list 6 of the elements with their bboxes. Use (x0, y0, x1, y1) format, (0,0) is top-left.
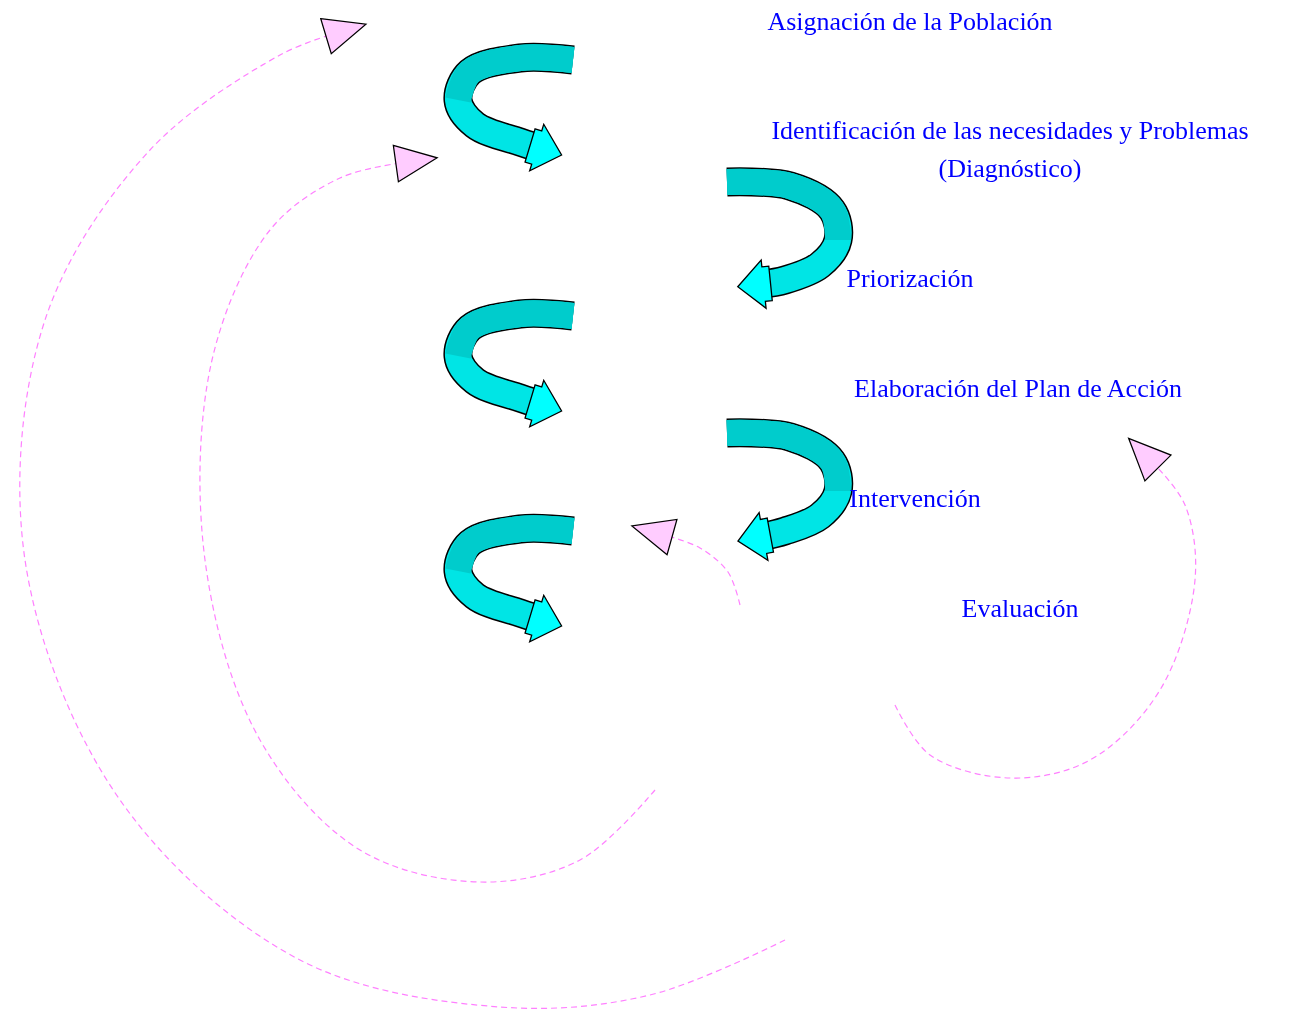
step-label: Intervención (848, 483, 982, 515)
step-label: Asignación de la Población (766, 6, 1054, 38)
step-label: Priorización (845, 263, 975, 295)
step-label: Identificación de las necesidades y Problemas (Diagnóstico) (770, 115, 1250, 185)
step-label: Elaboración del Plan de Acción (853, 373, 1183, 405)
step-label: Evaluación (960, 593, 1080, 625)
